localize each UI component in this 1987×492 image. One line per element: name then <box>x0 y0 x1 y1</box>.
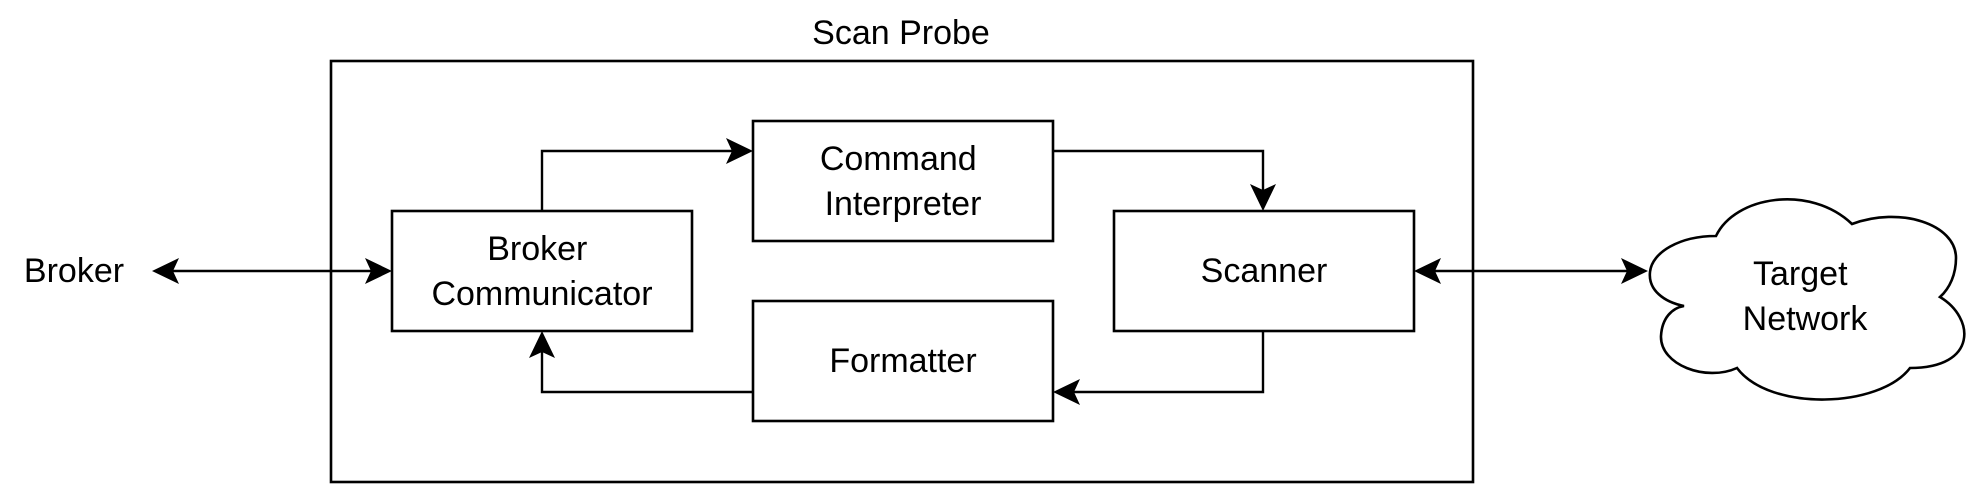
target-network-cloud: Target Network <box>1648 198 1966 401</box>
edge-formatter-communicator <box>540 347 753 394</box>
component-formatter: Formatter <box>751 299 1055 423</box>
component-command-interpreter: Command Interpreter <box>751 119 1055 243</box>
arrowhead-down <box>1250 184 1276 211</box>
arrowhead-left <box>152 258 179 284</box>
formatter-box <box>751 299 1055 423</box>
edge-communicator-interpreter <box>540 149 735 211</box>
broker-communicator-box <box>390 209 694 333</box>
broker-communicator-label: Broker Communicator <box>431 230 652 313</box>
component-broker-communicator: Broker Communicator <box>390 209 694 333</box>
arrowhead-right <box>726 138 753 164</box>
formatter-label: Formatter <box>829 342 976 380</box>
arrowhead-right <box>1621 258 1648 284</box>
arrowhead-right <box>365 258 392 284</box>
arrowhead-left <box>1414 258 1441 284</box>
target-network-label: Target Network <box>1743 255 1869 338</box>
arrowhead-up <box>529 331 555 358</box>
command-interpreter-box <box>751 119 1055 243</box>
cloud-icon <box>1648 198 1966 401</box>
arrowheads <box>152 138 1648 405</box>
command-interpreter-label: Command Interpreter <box>820 140 986 223</box>
arrowhead-left <box>1053 379 1080 405</box>
diagram-title: Scan Probe <box>812 14 990 52</box>
broker-label: Broker <box>24 252 124 290</box>
component-scanner: Scanner <box>1112 209 1416 333</box>
scanner-label: Scanner <box>1201 252 1328 290</box>
connections <box>160 149 1631 394</box>
edge-interpreter-scanner <box>1053 149 1265 200</box>
edge-scanner-formatter <box>1068 331 1265 394</box>
